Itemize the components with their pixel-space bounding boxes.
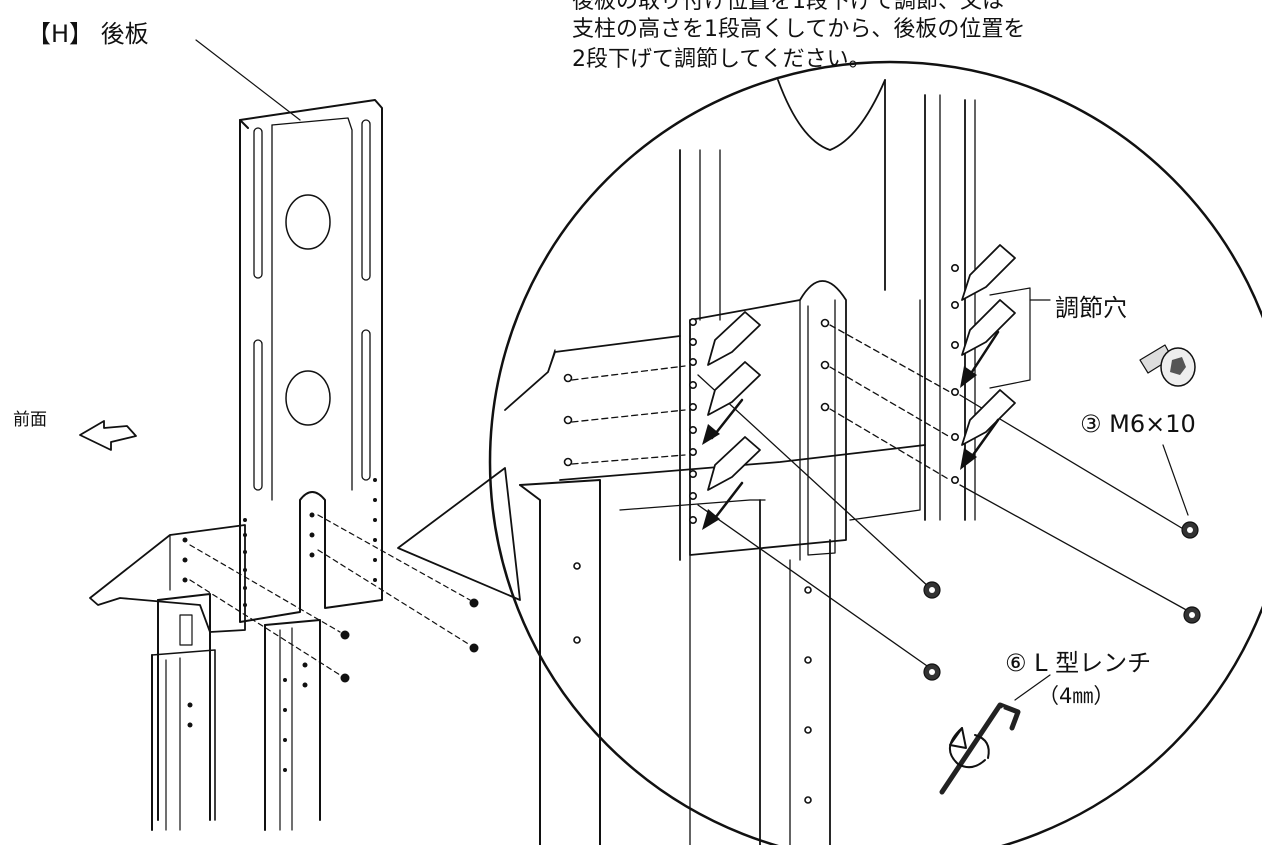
- adjust-hole-label: 調節穴: [1055, 294, 1127, 322]
- rear-plate-title: 【H】 後板: [27, 20, 149, 48]
- front-direction-label: 前面: [13, 410, 47, 430]
- l-wrench-icon: [939, 674, 1051, 795]
- instruction-line-3: 2段下げて調節してください。: [572, 47, 871, 72]
- detail-magnified-view: [488, 60, 1262, 849]
- screw-m6-icon: [1139, 344, 1196, 387]
- instruction-line-2: 支柱の高さを1段高くしてから、後板の位置を: [572, 17, 1026, 42]
- left-stand-overview: [79, 39, 479, 831]
- screw-spec-label: ③ M6×10: [1080, 410, 1196, 438]
- wrench-size-label: （4㎜）: [1038, 684, 1115, 708]
- instruction-line-1: 後板の取り付け位置を1段下げて調節、又は: [572, 0, 1004, 14]
- wrench-label: ⑥ L 型レンチ: [1005, 649, 1152, 677]
